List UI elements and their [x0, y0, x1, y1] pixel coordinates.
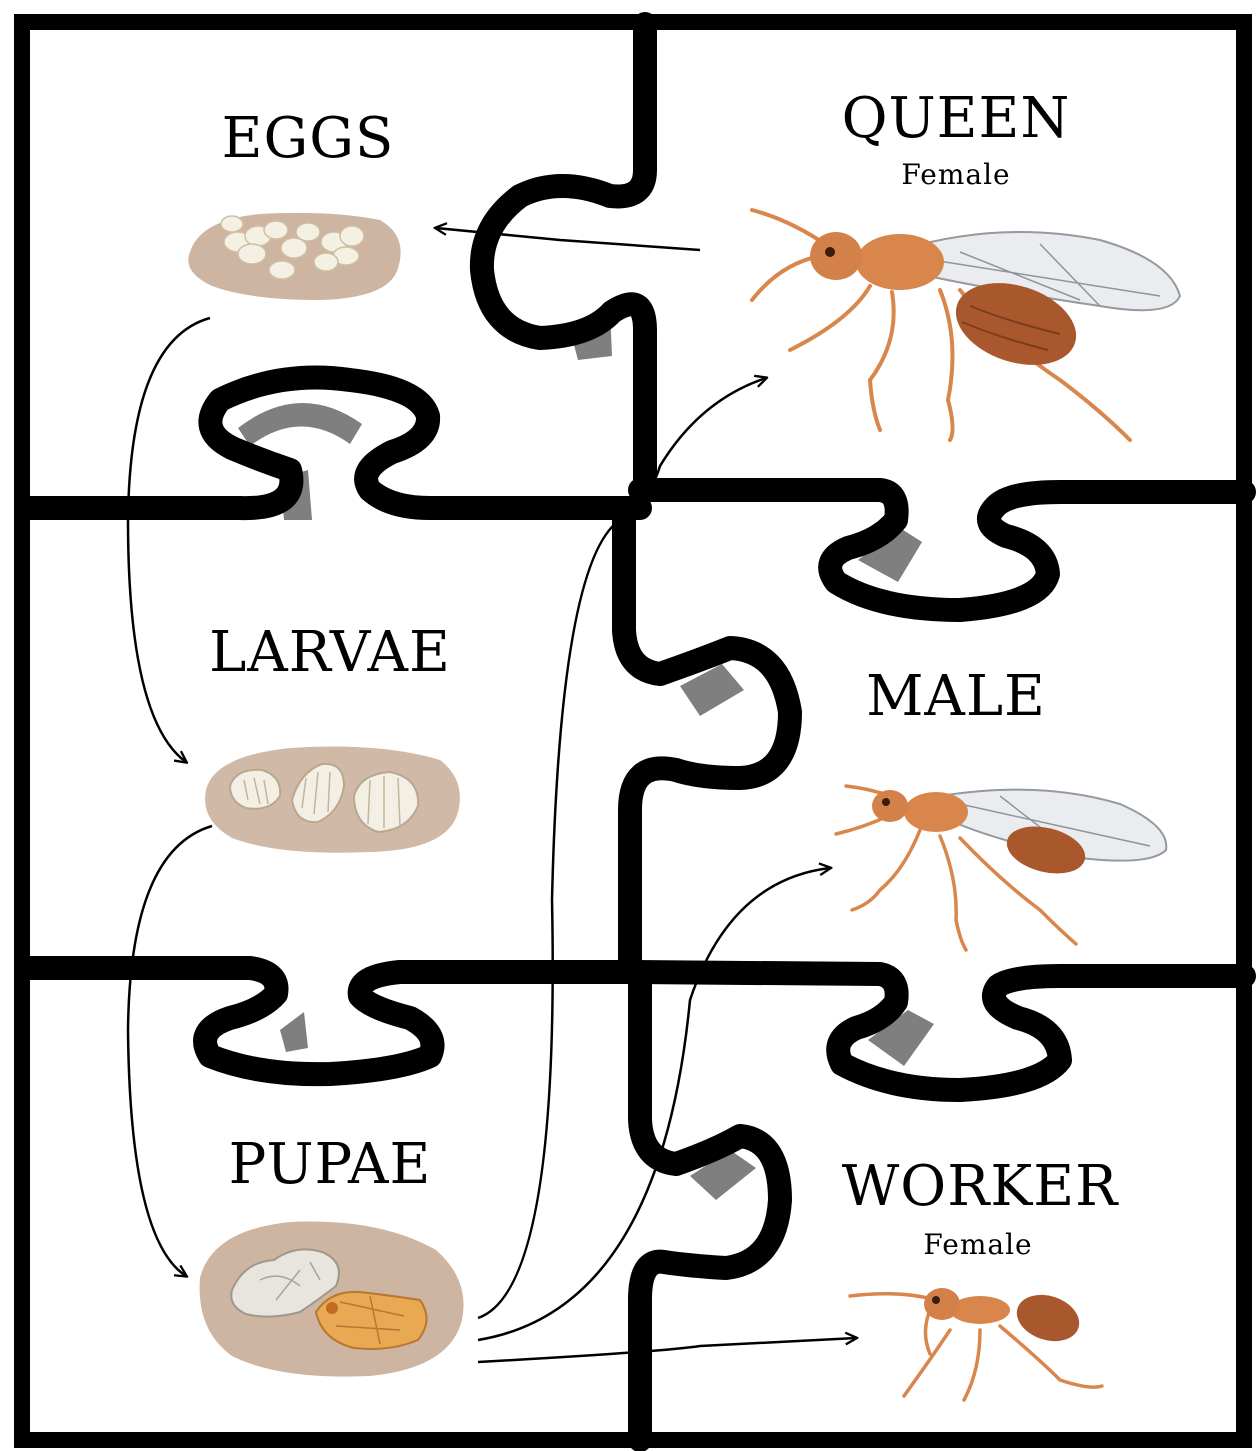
pupae-illustration [200, 1222, 464, 1377]
shadow-pupae-top [280, 1012, 308, 1052]
eggs-label: EGGS [222, 106, 395, 171]
male-label: MALE [866, 664, 1046, 729]
eggs-illustration [188, 213, 400, 300]
queen-thorax [856, 234, 944, 290]
cut-male-worker [630, 972, 1244, 1090]
cut-queen-male [640, 490, 1244, 610]
arrow-pupae-to-worker [478, 1338, 856, 1362]
cut-eggs-queen [482, 24, 645, 488]
worker-sex-label: Female [923, 1228, 1032, 1261]
queen-label: QUEEN [842, 86, 1071, 151]
shadow-eggs-tab [238, 403, 362, 446]
arrow-eggs-to-larvae [128, 318, 210, 762]
queen-ant-illustration [752, 210, 1180, 440]
cut-larvae-pupae [30, 968, 630, 1074]
pupae-label: PUPAE [229, 1132, 432, 1197]
worker-label: WORKER [842, 1154, 1119, 1219]
cut-eggs-larvae [30, 378, 640, 509]
queen-sex-label: Female [901, 158, 1010, 191]
larvae-illustration [205, 747, 460, 853]
worker-head [924, 1288, 960, 1320]
queen-head [810, 232, 862, 280]
cut-larvae-male [624, 508, 790, 968]
cut-pupae-worker [640, 972, 780, 1440]
male-head [872, 790, 908, 822]
larvae-label: LARVAE [209, 620, 451, 685]
male-ant-illustration [836, 786, 1166, 950]
larva-1 [230, 770, 280, 809]
male-thorax [904, 792, 968, 832]
worker-abdomen [1011, 1287, 1085, 1349]
worker-ant-illustration [850, 1287, 1102, 1400]
